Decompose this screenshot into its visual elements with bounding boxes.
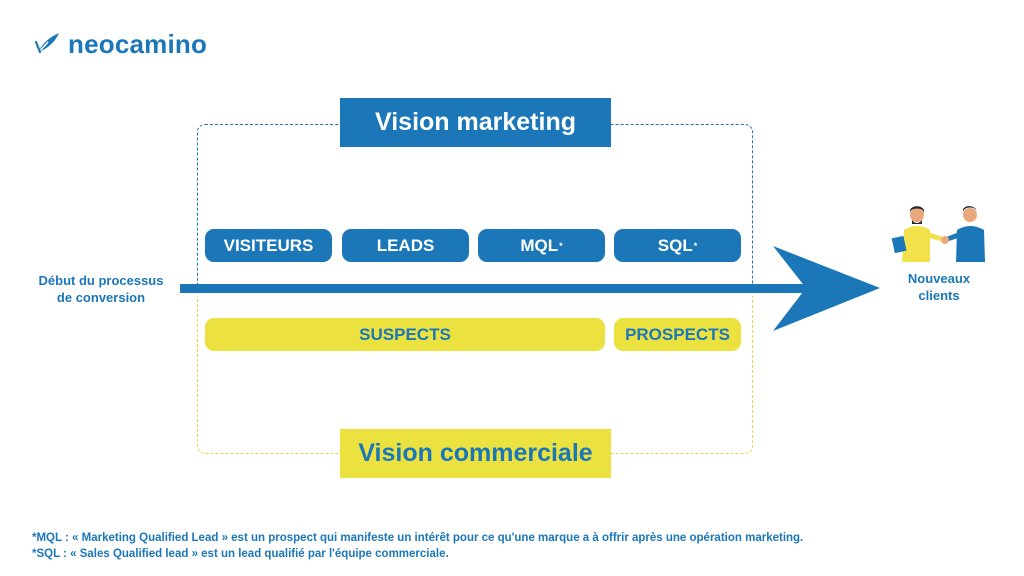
stage-sql: SQL*	[614, 229, 741, 262]
footnote-mql: *MQL : « Marketing Qualified Lead » est …	[32, 532, 804, 544]
vision-commerciale-title: Vision commerciale	[340, 429, 611, 478]
vision-marketing-title: Vision marketing	[340, 98, 611, 147]
brand-name: neocamino	[68, 28, 208, 59]
brand-logo[interactable]: neocamino	[34, 28, 207, 60]
arrow-head	[773, 246, 880, 331]
stage-label: LEADS	[376, 235, 435, 255]
end-label-line1: Nouveaux	[907, 271, 971, 286]
stage-label: SQL	[657, 235, 693, 255]
footnote-sql: *SQL : « Sales Qualified lead » est un l…	[32, 548, 449, 560]
stage-label: PROSPECTS	[625, 324, 730, 344]
stage-label: VISITEURS	[223, 235, 314, 255]
start-label-line2: de conversion	[56, 290, 146, 305]
stage-label: MQL	[520, 235, 559, 255]
stage-suspects: SUSPECTS	[205, 318, 605, 351]
arrow-shaft	[180, 284, 810, 293]
end-label-line2: clients	[918, 288, 960, 303]
start-label-line1: Début du processus	[38, 273, 164, 288]
stage-label: SUSPECTS	[359, 324, 451, 344]
stage-leads: LEADS	[342, 229, 469, 262]
end-label: Nouveaux clients	[889, 270, 989, 304]
footnote-mark: *	[559, 240, 563, 251]
start-label: Début du processus de conversion	[26, 272, 176, 306]
stage-prospects: PROSPECTS	[614, 318, 741, 351]
handshake-illustration	[891, 206, 985, 262]
quill-icon	[34, 33, 59, 55]
footnote-mark: *	[693, 240, 698, 251]
stage-visiteurs: VISITEURS	[205, 229, 332, 262]
stage-mql: MQL*	[478, 229, 605, 262]
